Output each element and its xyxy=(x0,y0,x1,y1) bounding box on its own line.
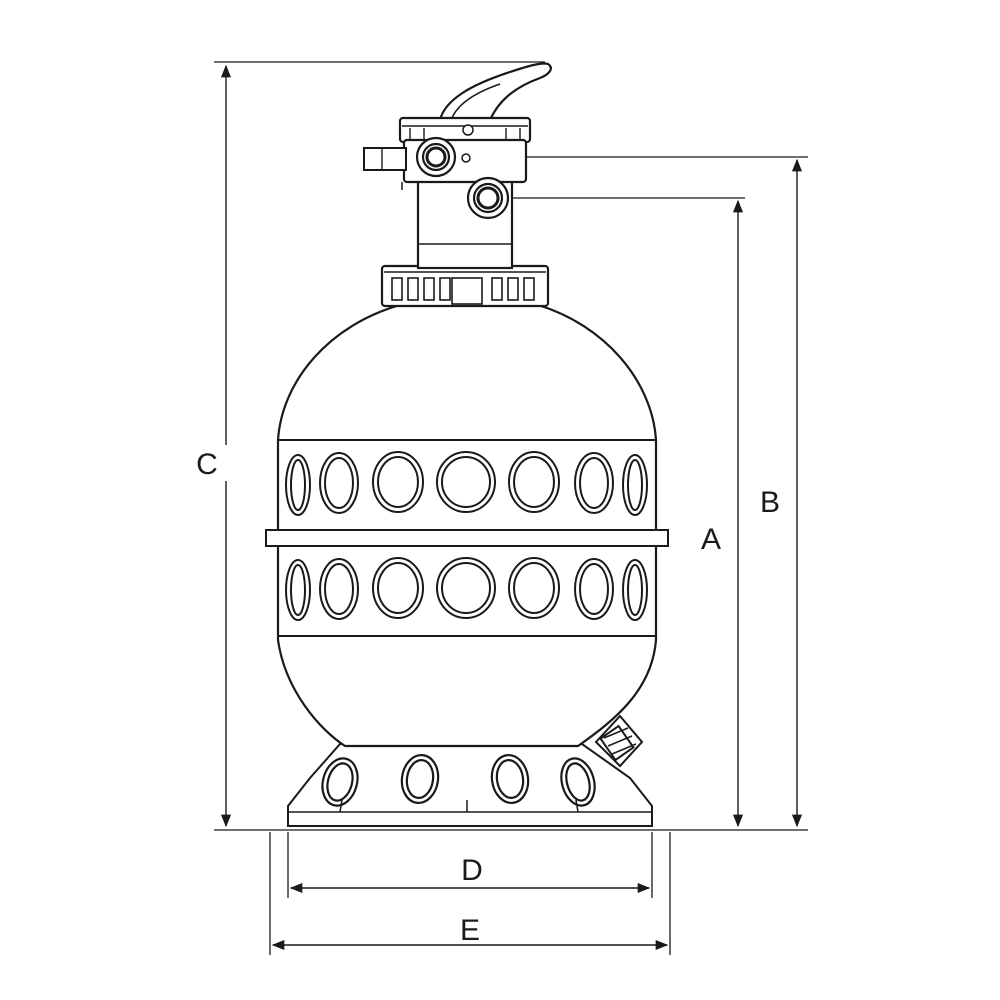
base-opening xyxy=(321,757,359,807)
base-openings xyxy=(321,754,596,807)
upper-ring-band xyxy=(285,451,648,516)
base-opening xyxy=(560,757,596,807)
dimension-e-label: E xyxy=(460,914,480,947)
drain-plug xyxy=(594,714,644,768)
dimension-a-label: A xyxy=(701,523,721,556)
dimension-labels: C A B D E xyxy=(192,445,786,947)
valve-front-port xyxy=(415,136,457,178)
filter-base xyxy=(287,743,653,827)
side-pipe-stub xyxy=(363,147,407,171)
middle-belt xyxy=(265,529,669,547)
multiport-valve xyxy=(363,62,552,220)
filter-tank xyxy=(265,303,669,768)
dimension-c-label: C xyxy=(196,448,218,481)
base-opening xyxy=(400,754,440,804)
base-opening xyxy=(490,754,530,804)
extension-lines xyxy=(214,61,808,955)
dimension-b-label: B xyxy=(760,486,780,519)
valve-side-port xyxy=(466,176,510,220)
valve-handle xyxy=(438,62,552,122)
dimension-d-label: D xyxy=(461,854,483,887)
tank-collar xyxy=(380,264,550,308)
lower-ring-band xyxy=(278,557,656,637)
